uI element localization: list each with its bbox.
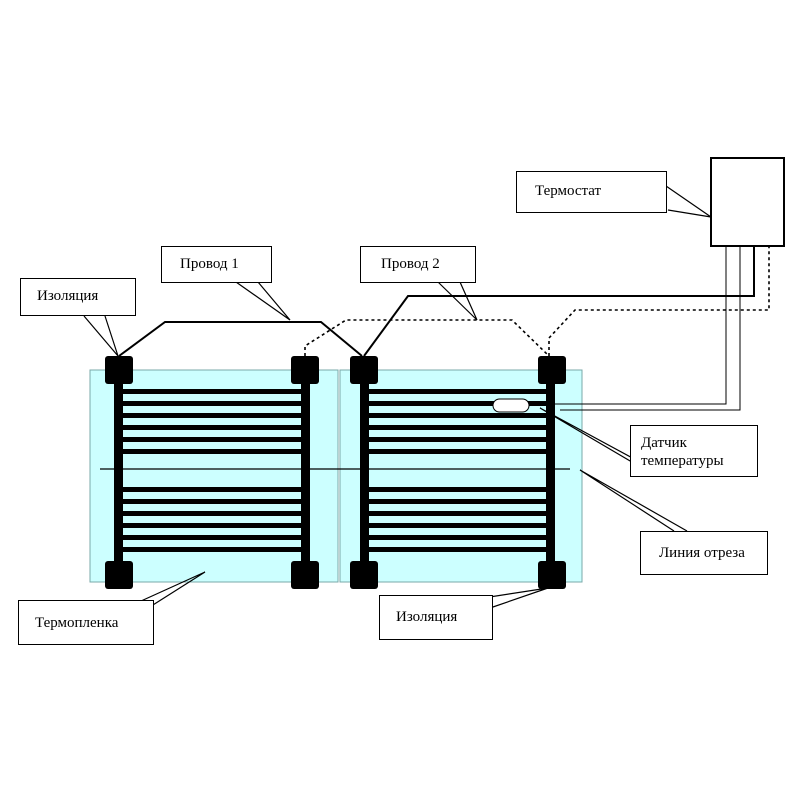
heating-strips-left — [120, 389, 310, 552]
wire-1 — [118, 321, 363, 357]
temperature-sensor — [492, 398, 530, 413]
label-wire-2: Провод 2 — [360, 246, 476, 283]
label-insulation-top: Изоляция — [20, 278, 136, 316]
wire-thermostat-dashed — [548, 246, 770, 356]
sensor-wire-1 — [529, 246, 727, 405]
label-insulation-bottom: Изоляция — [379, 595, 493, 640]
sensor-wire-2 — [560, 246, 741, 411]
label-thermofilm: Термопленка — [18, 600, 154, 645]
label-temperature-sensor-line1: Датчик — [641, 435, 687, 451]
wire-2 — [363, 246, 755, 357]
insulation-caps — [105, 356, 566, 589]
wire-return-dashed — [304, 319, 550, 357]
callout-pointers — [83, 185, 712, 611]
busbars — [114, 372, 555, 578]
label-cut-line: Линия отреза — [640, 531, 768, 575]
label-temperature-sensor-line2: температуры — [641, 453, 724, 469]
label-temperature-sensor: Датчик температуры — [630, 425, 758, 477]
heating-strips-right — [366, 389, 552, 552]
label-thermostat: Термостат — [516, 171, 667, 213]
thermostat-box — [710, 157, 785, 247]
label-wire-1: Провод 1 — [161, 246, 272, 283]
